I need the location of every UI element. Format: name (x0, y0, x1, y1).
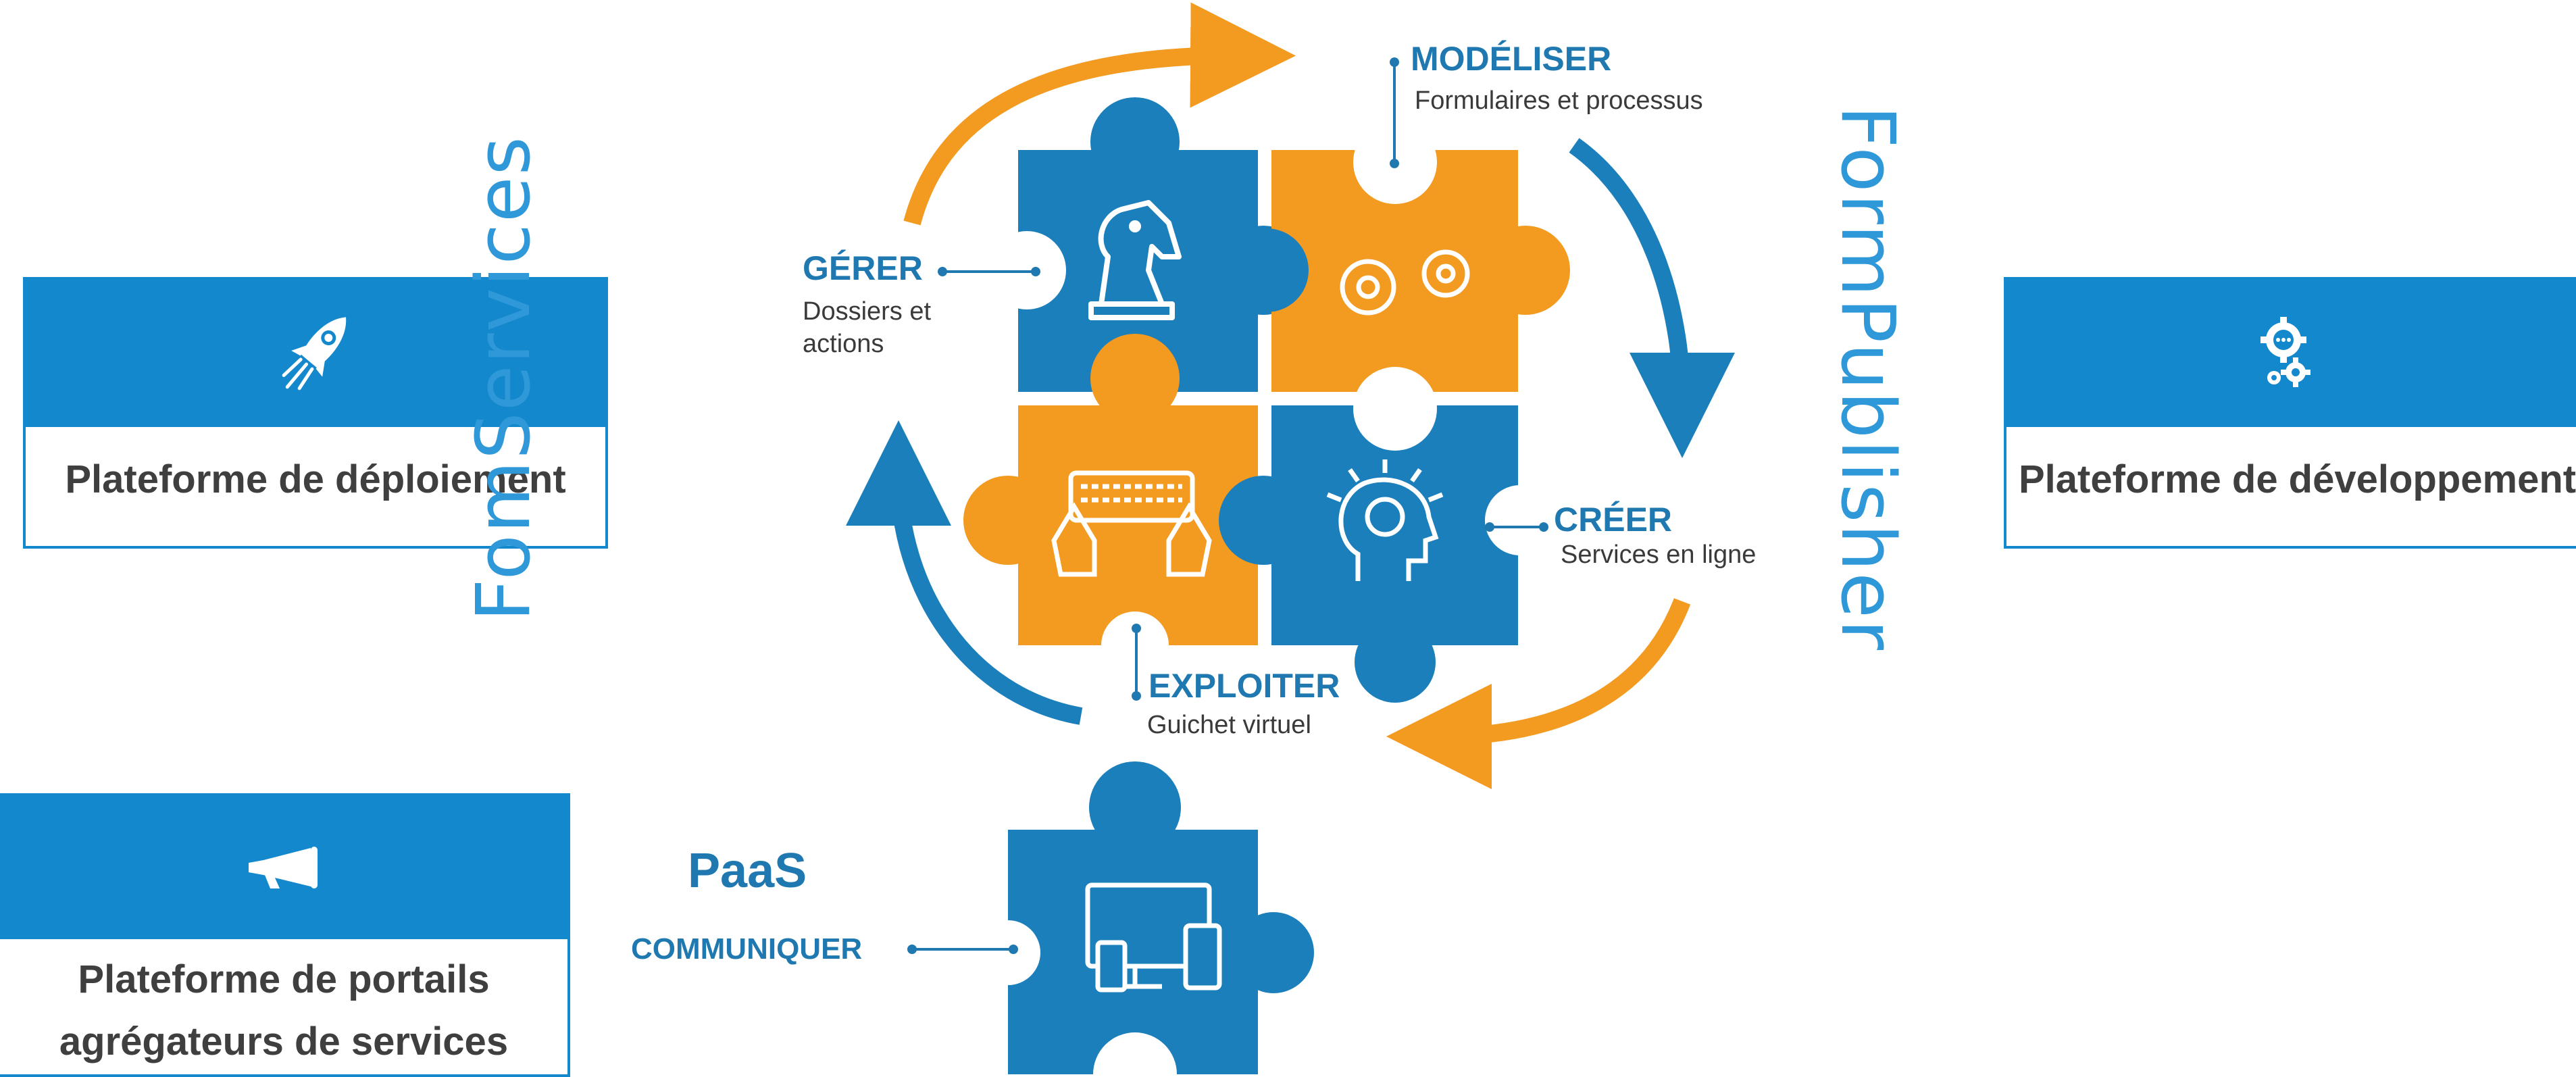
chess-knight-icon (1088, 200, 1182, 320)
keyboard-hands-icon (1051, 470, 1212, 577)
connector-gerer (938, 267, 1040, 276)
step-communiquer-title: COMMUNIQUER (631, 932, 863, 966)
step-gerer-subtitle-line2: actions (803, 330, 884, 358)
step-creer-title: CRÉER (1554, 501, 1673, 538)
arrow-left-blue (846, 420, 1083, 725)
brain-head-icon (1326, 459, 1444, 581)
connector-modeliser (1390, 57, 1399, 168)
card-deploiement: Plateforme de déploiement (23, 277, 608, 549)
gears-icon (1340, 249, 1470, 316)
card-portails: Plateforme de portails agrégateurs de se… (0, 793, 570, 1077)
step-gerer-subtitle-line1: Dossiers et (803, 297, 932, 326)
arrow-top-orange (903, 2, 1296, 226)
step-modeliser-title: MODÉLISER (1411, 40, 1612, 78)
step-creer-subtitle: Services en ligne (1561, 541, 1757, 569)
card-developpement-title: Plateforme de développement (2019, 457, 2576, 501)
paas-label: PaaS (688, 844, 807, 898)
card-portails-title-line1: Plateforme de portails (78, 957, 490, 1001)
card-portails-title-line2: agrégateurs de services (59, 1020, 509, 1063)
card-developpement-header (2006, 280, 2576, 427)
step-exploiter-subtitle: Guichet virtuel (1147, 711, 1311, 739)
step-gerer-title: GÉRER (803, 249, 923, 287)
step-modeliser-subtitle: Formulaires et processus (1415, 86, 1703, 115)
piece-exploiter (963, 334, 1258, 679)
card-portails-header (0, 796, 567, 939)
arrow-bottom-orange (1386, 598, 1691, 789)
step-exploiter-title: EXPLOITER (1148, 667, 1340, 705)
megaphone-icon (249, 847, 318, 888)
rocket-icon (282, 317, 347, 391)
connector-exploiter (1132, 624, 1141, 701)
card-deploiement-title: Plateforme de déploiement (65, 457, 566, 501)
piece-modeliser (1225, 120, 1570, 392)
card-developpement: Plateforme de développement (2004, 277, 2576, 549)
piece-creer (1219, 367, 1555, 703)
connector-creer (1485, 522, 1548, 532)
arrow-right-blue (1569, 138, 1735, 458)
devices-icon (1085, 882, 1222, 993)
piece-communiquer (907, 761, 1314, 1074)
gears-chat-icon (2261, 317, 2310, 387)
card-deploiement-header (26, 280, 605, 427)
